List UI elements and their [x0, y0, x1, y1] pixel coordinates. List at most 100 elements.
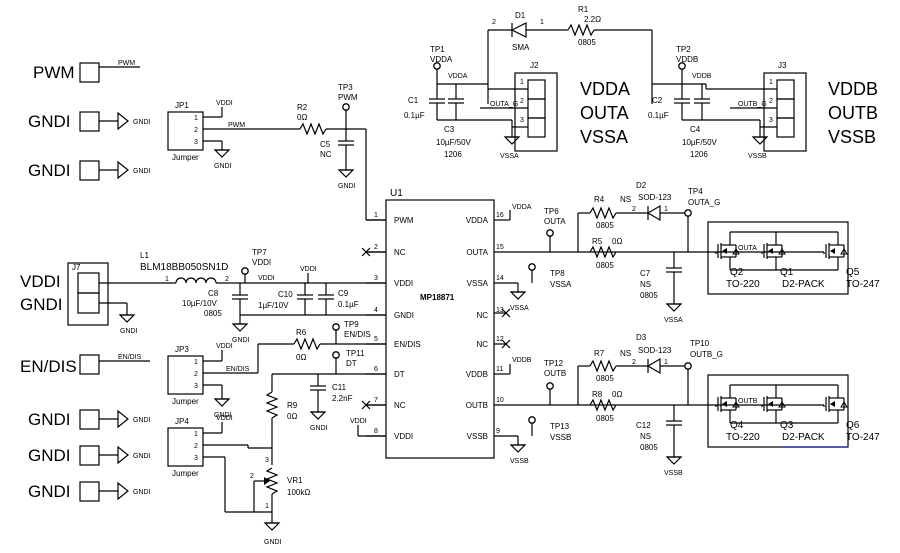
pin-number: 2	[374, 244, 378, 251]
gnd-connector-2: GNDI GNDI	[28, 160, 151, 181]
value: 10µF/50V	[682, 138, 718, 147]
pin-num: 1	[664, 206, 668, 213]
net-label: VSSA	[664, 317, 683, 324]
ref: D2	[636, 181, 647, 190]
pin-num: 3	[194, 455, 198, 462]
pin-name: VSSA	[467, 279, 489, 288]
testpoint-tp12: TP12 OUTB	[544, 359, 566, 405]
capacitor-c12: C12 NS 0805 VSSB	[636, 405, 683, 477]
pin-number: 8	[374, 428, 378, 435]
ref: C2	[652, 96, 663, 105]
pin-name: DT	[394, 370, 405, 379]
pin-num: 2	[194, 127, 198, 134]
ref: TP10	[690, 339, 710, 348]
net-label: VSSB	[510, 458, 529, 465]
ref: TP13	[550, 422, 570, 431]
ref: C5	[320, 140, 331, 149]
package: 0805	[204, 309, 222, 318]
ref: R7	[594, 349, 605, 358]
gndi-connector-label: GNDI	[28, 112, 71, 131]
value: NS	[620, 195, 631, 204]
gndi-net-label: GNDI	[133, 168, 151, 175]
ref: C1	[408, 96, 419, 105]
net-label: OUTA_G	[688, 198, 720, 207]
ref: TP11	[346, 349, 365, 358]
pin-number: 7	[374, 397, 378, 404]
ref: R6	[296, 328, 307, 337]
label: VSSB	[828, 127, 876, 147]
resistor-r6: R6 0Ω	[293, 328, 386, 362]
u1-pin-2: 2NC	[366, 244, 406, 257]
ref: Q4	[730, 420, 744, 431]
value: 2.2Ω	[584, 15, 601, 24]
u1-pin-7: 7NC	[366, 397, 406, 410]
package: SMA	[512, 43, 530, 52]
package: SOD-123	[638, 193, 672, 202]
net-label: OUTB_G	[690, 350, 723, 359]
net-label: GNDI	[214, 163, 232, 170]
en-dis-connector-label: EN/DIS	[20, 357, 77, 376]
pin-number: 4	[374, 307, 378, 314]
pin-num: 1	[265, 503, 269, 510]
pin-num: 3	[265, 457, 269, 464]
pin-num: 2	[769, 98, 773, 105]
package: 0805	[640, 291, 658, 300]
ref: VR1	[287, 476, 303, 485]
ref: TP7	[252, 248, 267, 257]
ref: J3	[778, 61, 787, 70]
pin-name: NC	[394, 401, 406, 410]
capacitor-c9: C9 0.1µF	[318, 283, 359, 315]
ref: R2	[297, 103, 308, 112]
value: 0Ω	[612, 237, 622, 246]
ref: Q1	[780, 267, 794, 278]
package: TO-247	[846, 279, 880, 290]
net-label: OUTA	[544, 217, 566, 226]
pin-num: 1	[520, 79, 524, 86]
pin-name: NC	[476, 340, 488, 349]
gnd-connector-4: GNDI GNDI	[28, 445, 151, 466]
pin-name: VDDA	[466, 216, 489, 225]
capacitor-c4: C4 10µF/50V 1206	[682, 84, 718, 159]
pin-num: 3	[769, 117, 773, 124]
pin-name: OUTA	[466, 248, 488, 257]
pwm-connector: PWM PWM	[33, 60, 140, 83]
pin-num: 2	[194, 371, 198, 378]
pin-number: 9	[496, 428, 500, 435]
net-label: VSSB	[550, 433, 571, 442]
pwm-net-label: PWM	[118, 60, 135, 67]
package: 1206	[444, 150, 462, 159]
pin-num: 2	[492, 19, 496, 26]
pin-number: 16	[496, 212, 504, 219]
ref: Q6	[846, 420, 860, 431]
value: NS	[640, 432, 651, 441]
ic-u1: U1 MP18871 1PWM2NC3VDDI4GNDI5EN/DIS6DT7N…	[366, 188, 504, 459]
ref: C11	[332, 383, 347, 392]
mosfet-a-mosfets-a	[715, 232, 740, 270]
pin-number: 1	[374, 212, 378, 219]
ref: D1	[515, 11, 526, 20]
nc-pin-13	[494, 308, 511, 318]
net-label: VDDI	[300, 266, 317, 273]
capacitor-c3: C3 10µF/50V 1206	[436, 84, 472, 159]
testpoint-tp4: TP4 OUTA_G	[684, 187, 720, 217]
net-label: DT	[346, 359, 357, 368]
net-label: PWM	[338, 93, 358, 102]
pin-num: 2	[632, 359, 636, 366]
pin-num: 3	[194, 139, 198, 146]
ref: C4	[690, 125, 701, 134]
net-label: OUTA	[738, 245, 757, 252]
net-label: OUTA_G	[490, 101, 518, 108]
value: 0.1µF	[648, 111, 669, 120]
label: OUTA	[580, 103, 629, 123]
capacitor-c7: C7 NS 0805 VSSA	[640, 252, 683, 324]
jumper-jp4: JP4 1 2 3 Jumper VDDI	[167, 415, 272, 512]
net-label: EN/DIS	[344, 330, 371, 339]
en-dis-connector: EN/DIS EN/DIS	[20, 354, 150, 376]
label: VSSA	[580, 127, 628, 147]
net-label: VSSA	[510, 305, 529, 312]
testpoint-tp9: TP9 EN/DIS	[332, 320, 371, 344]
